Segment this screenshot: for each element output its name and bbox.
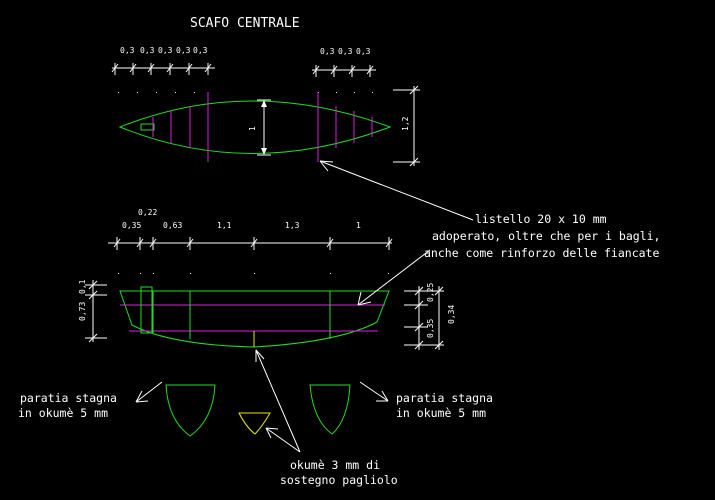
dim-label: 0,3 <box>120 46 135 55</box>
note-paratia-right-line2: in okumè 5 mm <box>396 406 486 420</box>
leader-arrow <box>357 249 431 306</box>
note-paratia-left-line1: paratia stagna <box>20 391 117 405</box>
top-right-dimension-chain: 0,3 0,3 0,3 <box>312 47 376 77</box>
dim-label: 1,1 <box>217 221 232 230</box>
leader-arrow <box>319 160 474 221</box>
dim-label: 0,3 <box>140 46 155 55</box>
leader-arrow <box>135 381 163 403</box>
dim-label: 0,3 <box>320 47 335 56</box>
hull-plan-view <box>118 92 392 162</box>
dim-label: 0,3 <box>338 47 353 56</box>
dim-label: 0,73 <box>78 302 87 321</box>
dim-label: 1,3 <box>285 221 300 230</box>
dim-label: 1 <box>356 221 361 230</box>
note-listello-line1: listello 20 x 10 mm <box>475 212 607 226</box>
note-listello-line3: anche come rinforzo delle fiancate <box>424 246 659 260</box>
note-paratia-left-line2: in okumè 5 mm <box>18 406 108 420</box>
dim-label: 0,1 <box>78 279 87 294</box>
dim-label: 0,35 <box>122 221 141 230</box>
side-left-dimensions: 0,1 0,73 <box>78 279 107 343</box>
floor-support-section <box>238 412 271 435</box>
outer-width-dimension: 1,2 <box>393 85 420 167</box>
dim-label: 0,22 <box>138 208 157 217</box>
note-pagliolo-line1: okumè 3 mm di <box>290 458 380 472</box>
dim-label: 0,3 <box>193 46 208 55</box>
dim-label: 0,3 <box>158 46 173 55</box>
drawing-title: SCAFO CENTRALE <box>190 16 300 31</box>
dim-label: 0,34 <box>447 305 456 324</box>
reference-dots <box>118 92 373 93</box>
leader-arrow <box>255 349 301 453</box>
bulkhead-left-section <box>165 384 216 437</box>
reference-dots <box>118 273 389 274</box>
note-pagliolo-line2: sostegno pagliolo <box>280 473 398 487</box>
side-right-dimensions: 0,25 0,34 0,35 <box>404 283 456 350</box>
leader-arrow <box>265 427 301 453</box>
note-paratia-right-line1: paratia stagna <box>396 391 493 405</box>
note-listello-line2: adoperato, oltre che per i bagli, <box>432 229 660 243</box>
top-left-dimension-chain: 0,3 0,3 0,3 0,3 0,3 <box>111 46 215 75</box>
dim-label: 1 <box>248 126 257 131</box>
leader-arrow <box>359 381 389 402</box>
dim-label: 0,25 <box>426 283 435 302</box>
bulkhead-right-section <box>309 384 351 435</box>
dim-label: 0,3 <box>176 46 191 55</box>
dim-label: 0,35 <box>426 319 435 338</box>
side-top-dimension-chain: 0,35 0,22 0,63 1,1 1,3 1 <box>108 208 393 250</box>
dim-label: 0,3 <box>356 47 371 56</box>
hull-side-view <box>119 286 390 348</box>
inner-width-dimension: 1 <box>248 99 271 156</box>
dim-label: 0,63 <box>163 221 182 230</box>
dim-label: 1,2 <box>401 116 410 131</box>
